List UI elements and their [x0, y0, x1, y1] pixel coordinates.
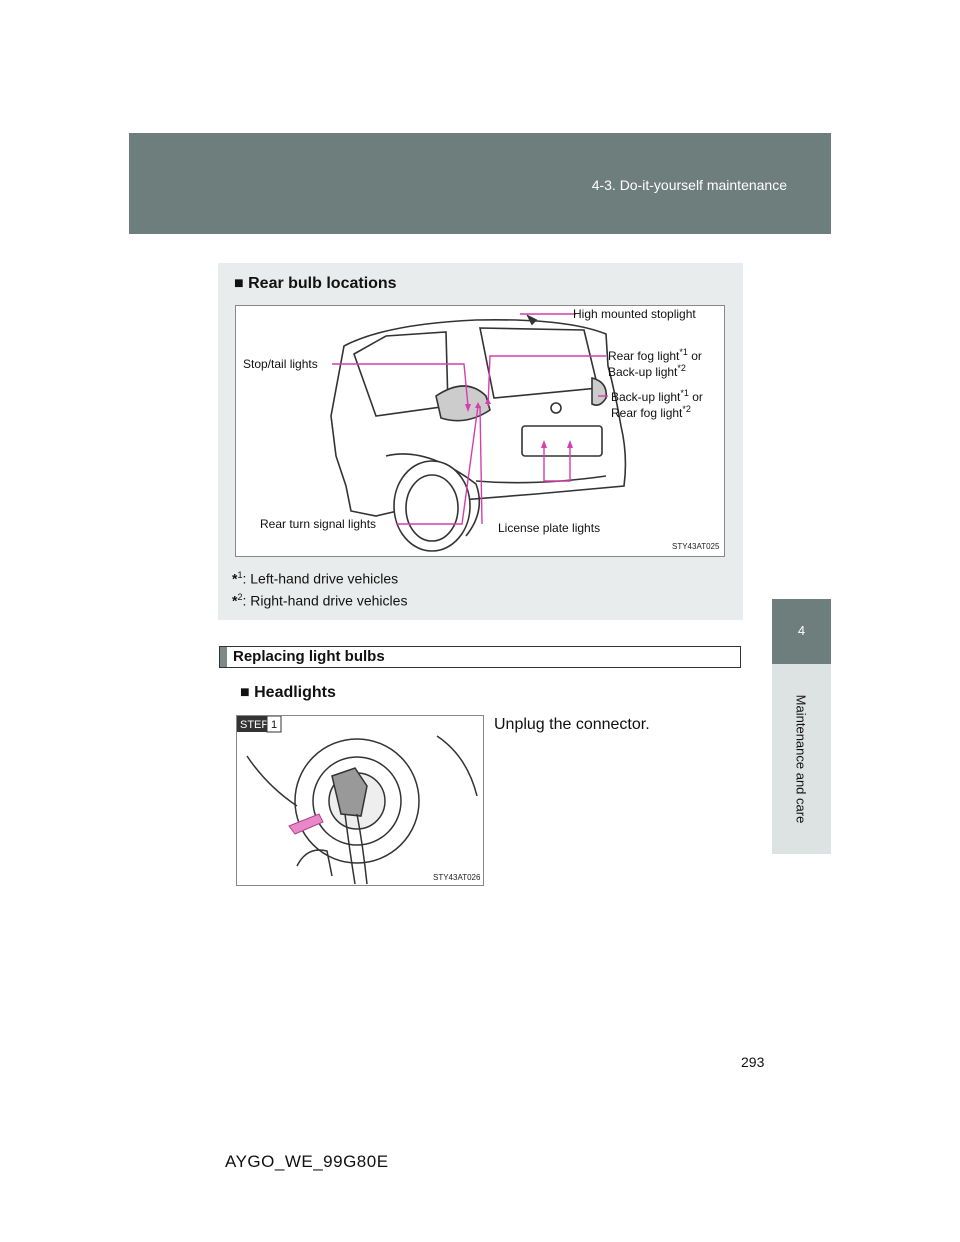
rear-fog-b-sup: *2 [682, 404, 691, 414]
step-instruction: Unplug the connector. [494, 716, 650, 733]
backup-a-text: Back-up light [608, 365, 678, 379]
backup-b-sup: *1 [680, 388, 689, 398]
label-turn-signal: Rear turn signal lights [260, 517, 376, 531]
section-title: 4-3. Do-it-yourself maintenance [591, 177, 787, 193]
footnotes: *1: Left-hand drive vehicles *2: Right-h… [232, 566, 407, 609]
rear-bulb-box: ■ Rear bulb locations [218, 263, 743, 620]
footnote-2-text: : Right-hand drive vehicles [242, 592, 408, 609]
chapter-number: 4 [797, 623, 806, 638]
car-rear-illustration: High mounted stoplight Stop/tail lights … [243, 307, 720, 552]
backup-b-or: or [689, 390, 703, 404]
label-license-plate: License plate lights [498, 521, 600, 535]
footnote-2-sup: 2 [237, 591, 243, 602]
page-number: 293 [741, 1054, 765, 1070]
step-badge-label: STEP [240, 719, 269, 731]
rear-fog-b-text: Rear fog light [611, 406, 683, 420]
headlights-heading: ■ Headlights [240, 684, 336, 701]
page-header: 4-3. Do-it-yourself maintenance [129, 133, 831, 234]
backup-b-text: Back-up light [611, 390, 681, 404]
footnote-1-sup: 1 [237, 570, 243, 580]
footnote-2: *2: Right-hand drive vehicles [232, 588, 407, 610]
footnote-1-mark: * [232, 570, 238, 587]
label-backup-a: Back-up light*2 [608, 363, 686, 379]
replacing-heading: Replacing light bulbs [233, 648, 385, 665]
footnote-1: *1: Left-hand drive vehicles [232, 566, 407, 588]
rear-bulb-figure: High mounted stoplight Stop/tail lights … [235, 305, 725, 557]
figure-code: STY43AT025 [672, 542, 720, 551]
footnote-1-text: : Left-hand drive vehicles [242, 570, 399, 587]
headlight-illustration: STEP 1 STY43AT026 [237, 715, 481, 885]
rear-fog-a-sup: *1 [679, 347, 688, 357]
pull-direction-arrow [288, 813, 324, 835]
label-backup-b: Back-up light*1 or [611, 388, 703, 404]
label-rear-fog-a: Rear fog light*1 or [608, 347, 702, 363]
document-code: AYGO_WE_99G80E [225, 1152, 389, 1171]
label-stop-tail: Stop/tail lights [243, 357, 318, 371]
replacing-heading-bar: Replacing light bulbs [219, 646, 741, 668]
step-number: 1 [271, 719, 277, 731]
headlight-figure: STEP 1 STY43AT026 [236, 715, 484, 886]
rear-fog-a-text: Rear fog light [608, 349, 680, 363]
label-rear-fog-b: Rear fog light*2 [611, 404, 691, 420]
rear-fog-a-or: or [688, 349, 702, 363]
chapter-tab: 4 [772, 599, 831, 664]
heading-stripe [220, 647, 227, 667]
figure2-code: STY43AT026 [433, 873, 481, 882]
rear-bulb-heading-text: Rear bulb locations [248, 275, 397, 292]
chapter-label: Maintenance and care [793, 694, 809, 824]
backup-a-sup: *2 [677, 363, 686, 373]
step-badge-bg [237, 716, 267, 732]
footnote-2-mark: * [232, 592, 238, 609]
chapter-strip: Maintenance and care [772, 664, 831, 854]
rear-bulb-heading: ■ Rear bulb locations [234, 275, 397, 292]
step-number-bg [266, 715, 282, 733]
headlights-heading-text: Headlights [254, 684, 336, 701]
label-high-mounted: High mounted stoplight [573, 307, 696, 321]
